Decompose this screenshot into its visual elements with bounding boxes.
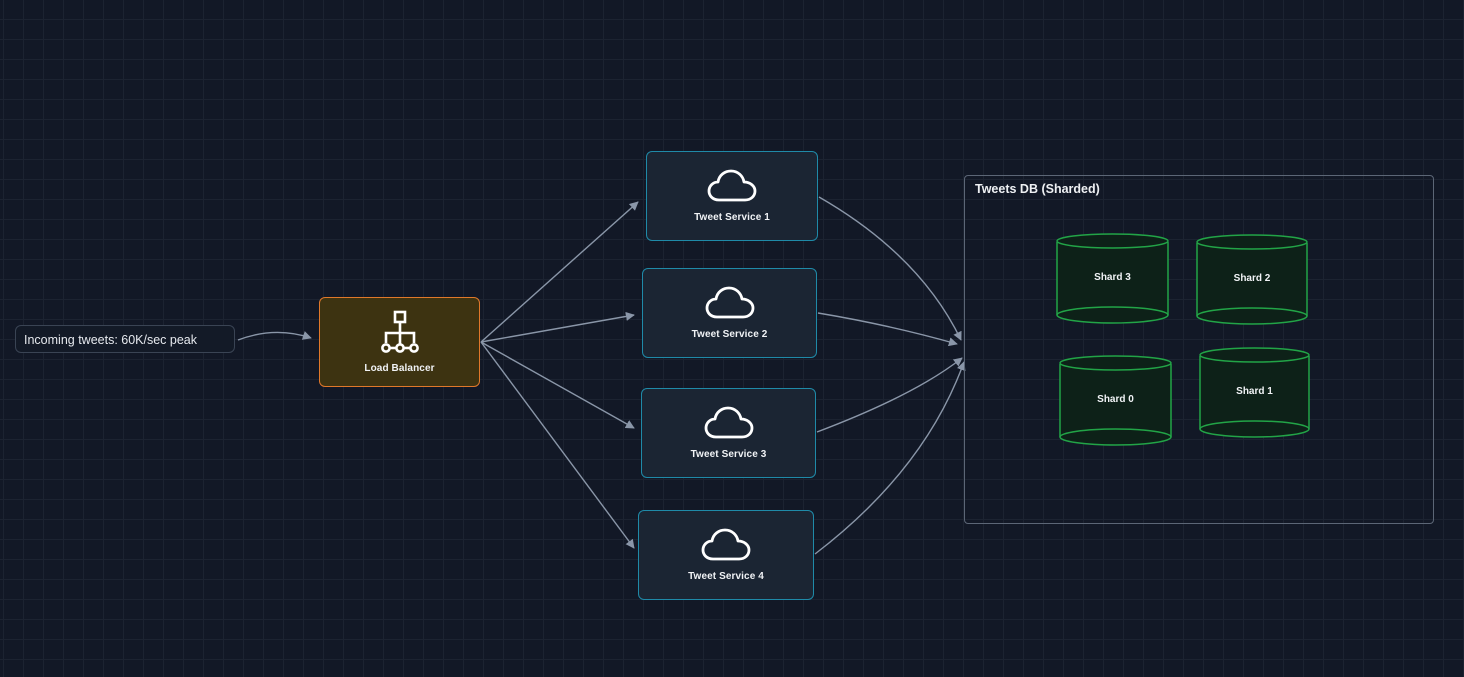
tweet-service-4-label: Tweet Service 4 (688, 571, 764, 582)
edge-load-balancer-to-service-2[interactable] (480, 311, 635, 343)
incoming-tweets-note-text: Incoming tweets: 60K/sec peak (24, 333, 198, 347)
tweet-service-1-label: Tweet Service 1 (694, 212, 770, 223)
tweet-service-3-node[interactable]: Tweet Service 3 (641, 388, 816, 478)
database-cylinder-icon (1196, 234, 1308, 325)
load-balancer-node[interactable]: Load Balancer (319, 297, 480, 387)
cloud-icon (705, 286, 755, 323)
tweet-service-2-node[interactable]: Tweet Service 2 (642, 268, 817, 358)
load-balancer-label: Load Balancer (364, 363, 435, 374)
shard-3-node[interactable]: Shard 3 (1056, 233, 1169, 324)
tweets-db-group-title: Tweets DB (Sharded) (975, 182, 1100, 196)
database-cylinder-icon (1056, 233, 1169, 324)
edge-service-4-to-db[interactable] (814, 361, 966, 555)
tweet-service-2-label: Tweet Service 2 (691, 329, 768, 340)
edge-service-1-to-db[interactable] (818, 196, 962, 341)
shard-1-node[interactable]: Shard 1 (1199, 347, 1310, 438)
incoming-tweets-note[interactable]: Incoming tweets: 60K/sec peak (15, 325, 235, 353)
cloud-icon (701, 528, 751, 565)
edge-load-balancer-to-service-1[interactable] (480, 201, 639, 343)
network-hierarchy-icon (380, 310, 420, 357)
database-cylinder-icon (1199, 347, 1310, 438)
shard-2-label: Shard 2 (1233, 273, 1271, 284)
shard-3-label: Shard 3 (1094, 272, 1131, 283)
shard-0-label: Shard 0 (1097, 394, 1134, 405)
cloud-icon (707, 169, 757, 206)
database-cylinder-icon (1059, 355, 1172, 446)
shard-0-node[interactable]: Shard 0 (1059, 355, 1172, 446)
shard-1-label: Shard 1 (1236, 386, 1273, 397)
cloud-icon (704, 406, 754, 443)
edge-load-balancer-to-service-3[interactable] (480, 341, 635, 429)
edge-service-2-to-db[interactable] (817, 312, 958, 347)
edge-service-3-to-db[interactable] (816, 357, 963, 433)
tweet-service-3-label: Tweet Service 3 (690, 449, 767, 460)
edge-input-to-load-balancer[interactable] (237, 331, 312, 341)
tweet-service-4-node[interactable]: Tweet Service 4 (638, 510, 814, 600)
tweet-service-1-node[interactable]: Tweet Service 1 (646, 151, 818, 241)
edge-load-balancer-to-service-4[interactable] (480, 341, 635, 549)
tweets-db-group[interactable]: Tweets DB (Sharded) (964, 175, 1434, 524)
shard-2-node[interactable]: Shard 2 (1196, 234, 1308, 325)
